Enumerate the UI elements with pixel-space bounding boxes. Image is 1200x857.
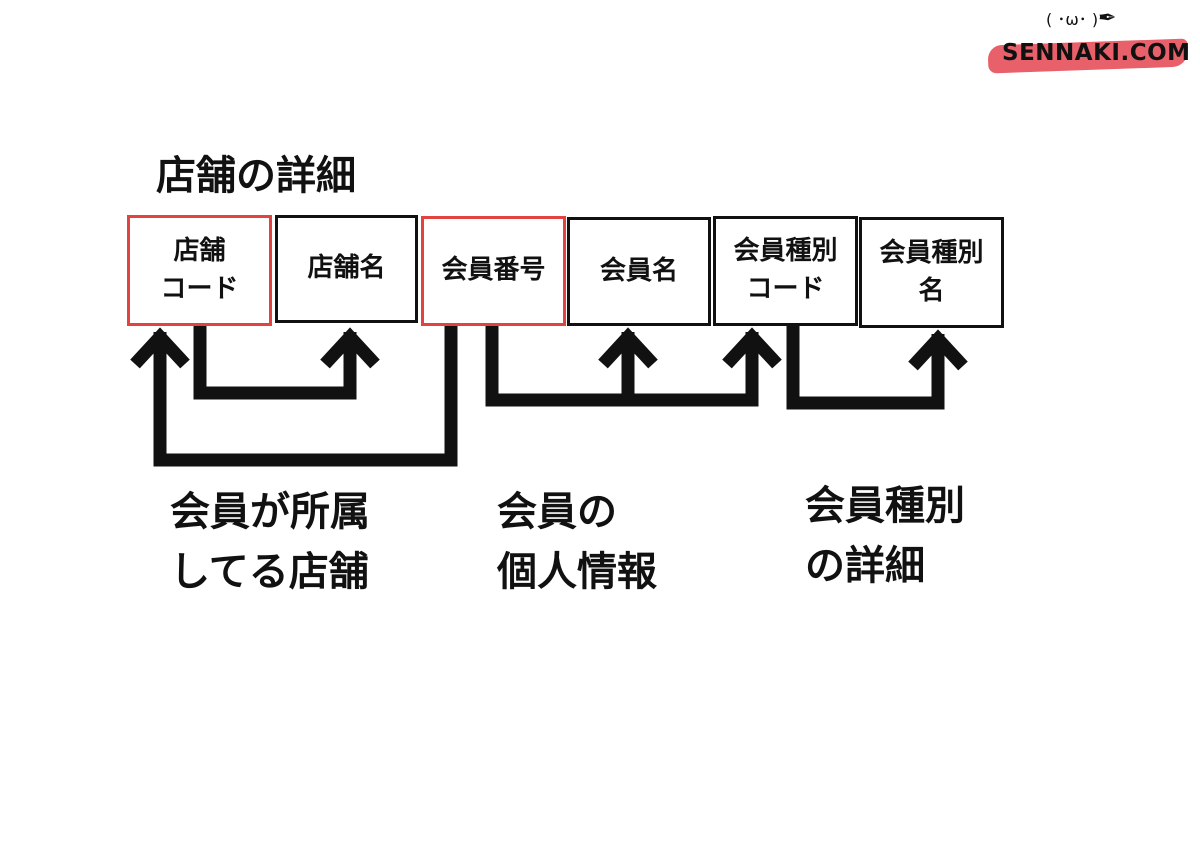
field-store-code: 店舗 コード <box>127 215 272 326</box>
field-member-number: 会員番号 <box>421 216 566 326</box>
arrow-type-code-to-type-name <box>786 326 945 410</box>
arrow-member-number-to-store-code <box>153 326 458 467</box>
arrowhead-member-type-code <box>722 327 782 369</box>
arrow-store-code-to-name <box>193 326 357 400</box>
field-member-type-name: 会員種別 名 <box>859 217 1004 328</box>
brush-icon: ✒ <box>1098 6 1117 31</box>
field-member-name: 会員名 <box>567 217 711 326</box>
arrowhead-member-type-name <box>908 329 968 371</box>
field-member-type-code: 会員種別 コード <box>713 216 858 326</box>
caption-member-personal-info: 会員の 個人情報 <box>497 489 657 595</box>
arrowhead-store-name <box>320 327 380 369</box>
caption-store-affiliation: 会員が所属 してる店舗 <box>170 489 370 595</box>
site-logo: ( ･ω･ ) ✒ SENNAKI.COM <box>980 4 1195 74</box>
diagram-title: 店舗の詳細 <box>156 153 356 199</box>
logo-face: ( ･ω･ ) <box>1046 10 1099 29</box>
arrowhead-member-name <box>598 327 658 369</box>
logo-text: SENNAKI.COM <box>1002 40 1191 66</box>
caption-member-type-detail: 会員種別 の詳細 <box>805 483 965 589</box>
arrowhead-store-code <box>130 327 190 369</box>
field-store-name: 店舗名 <box>275 215 418 323</box>
